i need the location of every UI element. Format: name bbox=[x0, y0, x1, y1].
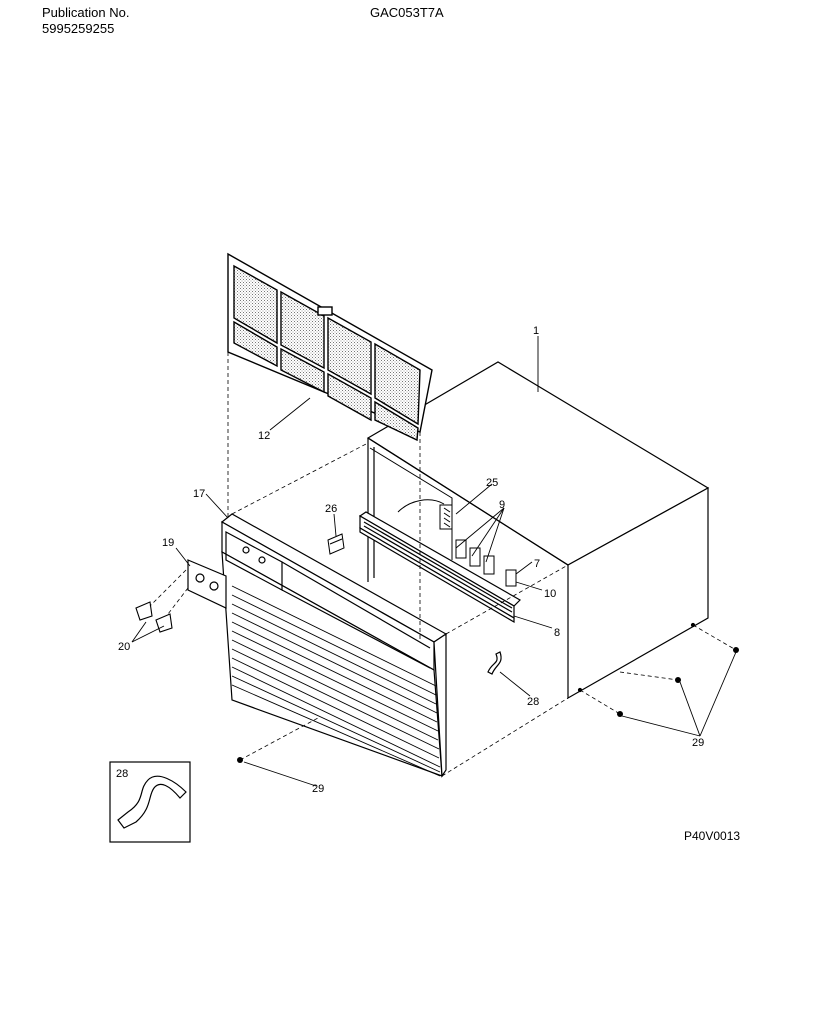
grille-louvers bbox=[231, 585, 441, 777]
callout-28: 28 bbox=[527, 696, 539, 708]
bracket-clip bbox=[487, 651, 502, 675]
callout-29-right: 29 bbox=[692, 737, 704, 749]
diagram-code: P40V0013 bbox=[684, 829, 741, 843]
control-panel bbox=[358, 511, 521, 624]
callout-9: 9 bbox=[499, 499, 505, 511]
inset-box bbox=[109, 761, 191, 843]
callout-28-inset: 28 bbox=[116, 768, 128, 780]
callout-19: 19 bbox=[162, 537, 174, 549]
callout-labels: 1 12 17 25 9 26 19 7 10 8 20 28 29 29 28 bbox=[116, 325, 704, 795]
callout-8: 8 bbox=[554, 627, 560, 639]
publication-label: Publication No. bbox=[42, 5, 130, 20]
callout-26: 26 bbox=[325, 503, 337, 515]
control-knobs bbox=[135, 601, 173, 633]
callout-7: 7 bbox=[534, 558, 540, 570]
callout-25: 25 bbox=[486, 477, 498, 489]
model-number: GAC053T7A bbox=[370, 5, 444, 20]
cabinet bbox=[366, 361, 710, 700]
control-bracket bbox=[369, 447, 517, 587]
publication-number: 5995259255 bbox=[42, 21, 115, 36]
projection-lines bbox=[149, 352, 737, 777]
callout-12: 12 bbox=[258, 430, 270, 442]
air-filter bbox=[227, 252, 433, 442]
callout-20: 20 bbox=[118, 641, 130, 653]
callout-17: 17 bbox=[193, 488, 205, 500]
callout-1: 1 bbox=[533, 325, 539, 337]
knob-panel bbox=[187, 559, 227, 609]
callout-10: 10 bbox=[544, 588, 556, 600]
bracket-clip-detail bbox=[117, 775, 187, 829]
callout-29-left: 29 bbox=[312, 783, 324, 795]
switch-clip bbox=[327, 533, 345, 555]
front-grille bbox=[220, 513, 448, 778]
leader-lines bbox=[131, 336, 737, 787]
